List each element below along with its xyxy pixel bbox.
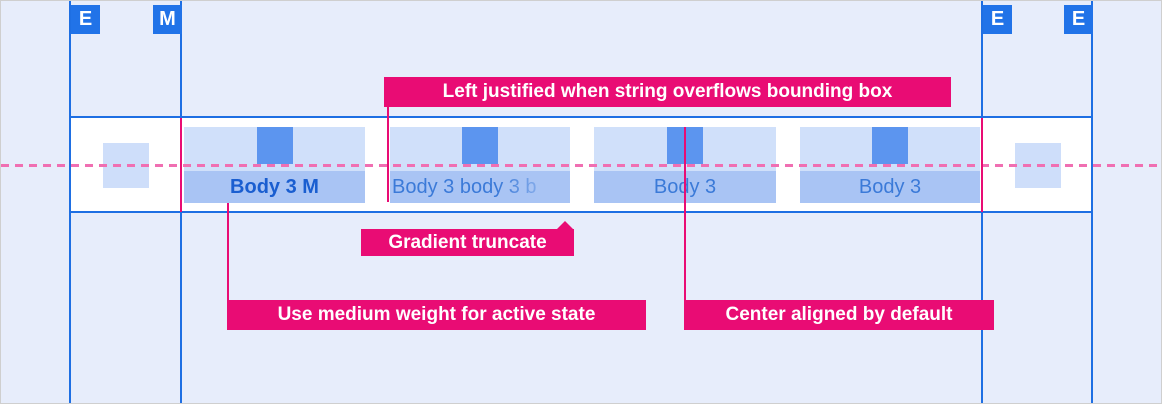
tab-overflow-body3[interactable]: Body 3 body 3 b bbox=[390, 127, 570, 203]
guide-line-magenta-segment-right bbox=[981, 118, 983, 212]
annotation-text: Gradient truncate bbox=[388, 231, 547, 253]
baseline-dashed-guide bbox=[1, 164, 1161, 167]
tab-top-section bbox=[390, 127, 570, 171]
tab-icon bbox=[462, 127, 498, 164]
spacing-marker-e-left: E bbox=[71, 5, 100, 34]
caret-up-icon bbox=[557, 221, 573, 229]
guide-line-magenta-segment-left bbox=[180, 118, 182, 212]
tab-icon bbox=[256, 127, 293, 164]
annotation-line-center-aligned bbox=[684, 127, 686, 300]
tab-label: Body 3 bbox=[800, 171, 980, 203]
spacing-marker-e-right-inner: E bbox=[983, 5, 1012, 34]
tab-active-body3m[interactable]: Body 3 M bbox=[184, 127, 365, 203]
tab-top-section bbox=[184, 127, 365, 171]
tab-label: Body 3 body 3 b bbox=[390, 171, 570, 203]
gradient-fade bbox=[498, 171, 570, 203]
annotation-left-justified: Left justified when string overflows bou… bbox=[384, 77, 951, 107]
tab-body3-second[interactable]: Body 3 bbox=[800, 127, 980, 203]
spacing-marker-m-left: M bbox=[153, 5, 182, 34]
annotation-gradient-truncate: Gradient truncate bbox=[361, 221, 574, 256]
tab-icon bbox=[872, 127, 908, 164]
annotation-line-left-justified bbox=[387, 107, 389, 202]
spacing-marker-e-right-outer: E bbox=[1064, 5, 1093, 34]
tab-label: Body 3 M bbox=[184, 171, 365, 203]
tab-top-section bbox=[800, 127, 980, 171]
annotation-medium-weight: Use medium weight for active state bbox=[227, 300, 646, 330]
annotation-line-medium-weight bbox=[227, 203, 229, 300]
annotation-center-aligned: Center aligned by default bbox=[684, 300, 994, 330]
